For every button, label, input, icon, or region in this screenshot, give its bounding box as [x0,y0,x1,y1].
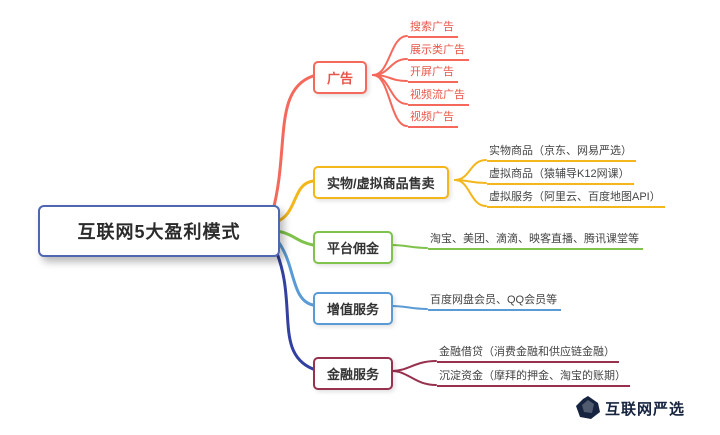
root-node: 互联网5大盈利模式 [38,205,280,257]
branch-commission: 平台佣金 [313,231,394,264]
leaf-finance-1: 沉淀资金（摩拜的押金、淘宝的账期） [437,369,630,387]
edge-finance-leaf-1 [391,370,437,386]
watermark-logo [576,396,600,419]
edge-root-commission [275,229,315,247]
edge-ads-leaf-0 [372,35,408,76]
leaf-ads-2: 开屏广告 [408,65,458,83]
leaf-goods-2: 虚拟服务（阿里云、百度地图API） [487,190,665,208]
edge-vas-leaf-0 [391,305,428,310]
branch-goods: 实物/虚拟商品售卖 [313,166,449,199]
leaf-ads-4: 视频广告 [408,110,458,128]
watermark: 互联网严选 [576,396,685,420]
leaf-ads-3: 视频流广告 [408,88,469,106]
edge-goods-leaf-0 [454,159,487,181]
branch-finance: 金融服务 [313,357,394,390]
edge-root-finance [271,242,315,371]
edge-commission-leaf-0 [391,244,428,249]
edge-ads-leaf-4 [372,74,408,127]
branch-vas: 增值服务 [313,292,394,325]
edge-finance-leaf-0 [391,360,437,372]
edge-root-goods [274,179,315,224]
edge-root-ads [270,74,315,216]
watermark-label: 互联网严选 [605,400,686,418]
edge-root-vas [274,237,315,307]
leaf-commission-0: 淘宝、美团、滴滴、映客直播、腾讯课堂等 [428,232,643,250]
leaf-ads-1: 展示类广告 [408,43,469,61]
branch-ads: 广告 [313,61,368,94]
leaf-finance-0: 金融借贷（消费金融和供应链金融） [437,345,619,363]
edge-goods-leaf-2 [454,179,487,207]
leaf-ads-0: 搜索广告 [408,20,458,38]
leaf-goods-0: 实物商品（京东、网易严选） [487,144,636,162]
leaf-goods-1: 虚拟商品（猿辅导K12网课） [487,167,634,185]
leaf-vas-0: 百度网盘会员、QQ会员等 [428,293,562,311]
